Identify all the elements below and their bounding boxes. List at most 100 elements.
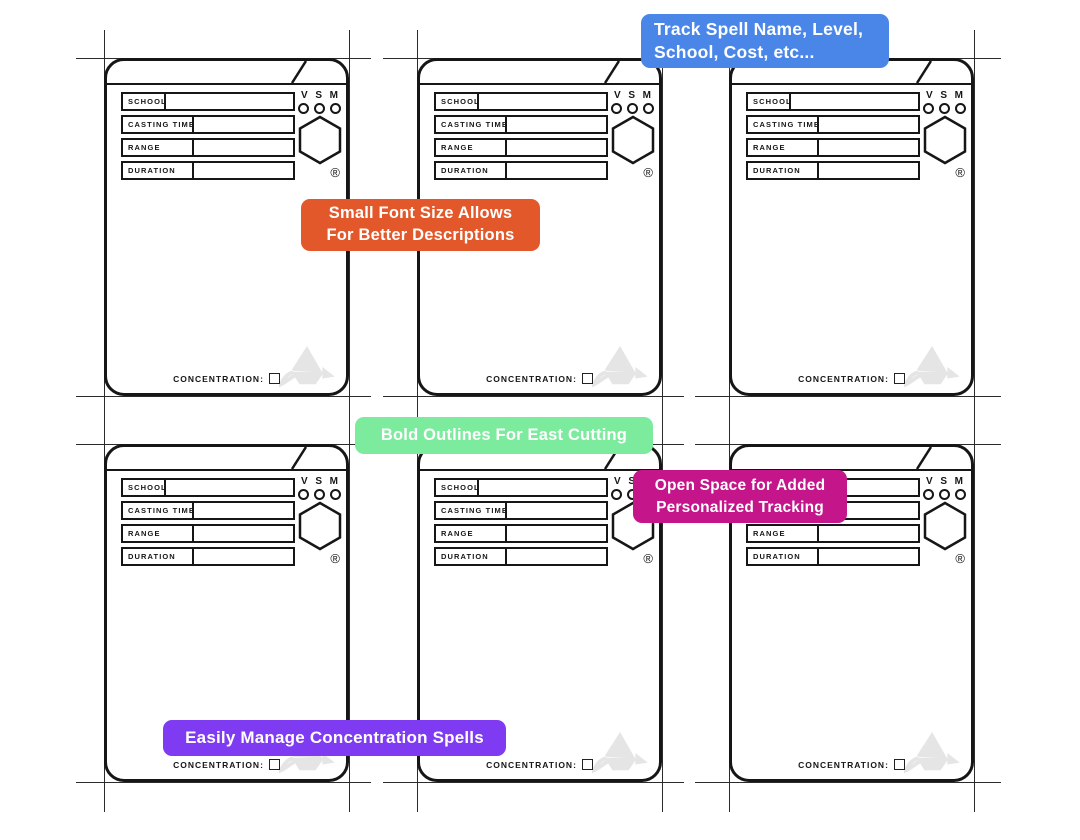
concentration-label: CONCENTRATION: — [798, 760, 889, 770]
field-school-value-box — [477, 92, 608, 111]
field-school-label: SCHOOL — [434, 92, 479, 111]
field-range: RANGE — [434, 524, 608, 543]
field-range-label: RANGE — [434, 138, 507, 157]
crop-mark-horizontal-line — [383, 396, 684, 397]
field-duration-value-box — [817, 547, 920, 566]
components-panel: V S M ® — [296, 90, 343, 179]
level-divider-slash — [915, 447, 933, 469]
component-letter-s: S — [315, 476, 322, 487]
field-range-label: RANGE — [746, 138, 819, 157]
registered-trademark-icon: ® — [330, 551, 340, 566]
field-duration: DURATION — [746, 547, 920, 566]
field-range-label: RANGE — [746, 524, 819, 543]
registered-trademark-icon: ® — [330, 165, 340, 180]
field-casting-time-value-box — [192, 501, 295, 520]
spell-level-hexagon — [298, 501, 341, 551]
origami-crane-watermark-icon — [279, 345, 335, 388]
concentration-checkbox — [893, 759, 905, 770]
registered-trademark-icon: ® — [955, 551, 965, 566]
field-duration-value-box — [192, 161, 295, 180]
callout-bold-outlines: Bold Outlines For East Cutting — [355, 417, 653, 454]
field-duration: DURATION — [121, 547, 295, 566]
components-panel: V S M ® — [921, 476, 968, 565]
field-range-label: RANGE — [121, 524, 194, 543]
field-duration-value-box — [192, 547, 295, 566]
field-range-value-box — [192, 138, 295, 157]
spell-fields: SCHOOL CASTING TIME RANGE DURATION — [434, 478, 608, 570]
concentration-label: CONCENTRATION: — [486, 374, 577, 384]
field-casting-time-value-box — [817, 115, 920, 134]
concentration-checkbox — [268, 759, 280, 770]
component-letter-v: V — [614, 476, 621, 487]
spell-level-hexagon — [611, 115, 654, 165]
concentration-row: CONCENTRATION: — [107, 373, 346, 384]
component-letter-m: M — [329, 90, 338, 101]
callout-text-line: Track Spell Name, Level, — [654, 19, 864, 40]
field-range-value-box — [192, 524, 295, 543]
field-range: RANGE — [746, 524, 920, 543]
component-v-circle — [923, 489, 934, 500]
component-letter-s: S — [940, 476, 947, 487]
component-letters: V S M — [296, 90, 343, 101]
concentration-label: CONCENTRATION: — [486, 760, 577, 770]
field-duration-value-box — [505, 161, 608, 180]
components-panel: V S M ® — [296, 476, 343, 565]
field-school: SCHOOL — [121, 92, 295, 111]
component-letter-m: M — [642, 90, 651, 101]
component-m-circle — [330, 489, 341, 500]
component-circles — [296, 489, 343, 500]
components-panel: V S M ® — [609, 90, 656, 179]
field-range: RANGE — [121, 524, 295, 543]
component-s-circle — [627, 103, 638, 114]
field-duration-value-box — [817, 161, 920, 180]
field-casting-time-label: CASTING TIME — [121, 115, 194, 134]
spell-fields: SCHOOL CASTING TIME RANGE DURATION — [121, 92, 295, 184]
field-duration: DURATION — [121, 161, 295, 180]
field-range-value-box — [505, 524, 608, 543]
field-casting-time-label: CASTING TIME — [121, 501, 194, 520]
spell-fields: SCHOOL CASTING TIME RANGE DURATION — [434, 92, 608, 184]
field-duration-label: DURATION — [121, 547, 194, 566]
field-school-value-box — [164, 478, 295, 497]
component-letter-v: V — [301, 90, 308, 101]
callout-concentration: Easily Manage Concentration Spells — [163, 720, 506, 756]
level-divider-slash — [603, 61, 621, 83]
level-divider-slash — [915, 61, 933, 83]
concentration-row: CONCENTRATION: — [107, 759, 346, 770]
component-circles — [609, 103, 656, 114]
field-range-label: RANGE — [434, 524, 507, 543]
crop-mark-vertical-line — [104, 30, 105, 812]
component-s-circle — [314, 103, 325, 114]
spell-name-band — [732, 447, 971, 471]
concentration-row: CONCENTRATION: — [732, 373, 971, 384]
callout-text-line: Bold Outlines For East Cutting — [380, 426, 628, 444]
field-school-value-box — [477, 478, 608, 497]
field-school: SCHOOL — [121, 478, 295, 497]
field-casting-time-label: CASTING TIME — [434, 501, 507, 520]
field-duration-label: DURATION — [746, 547, 819, 566]
component-v-circle — [611, 103, 622, 114]
component-m-circle — [330, 103, 341, 114]
field-range-label: RANGE — [121, 138, 194, 157]
callout-text-line: Small Font Size Allows — [328, 204, 513, 223]
field-casting-time-label: CASTING TIME — [434, 115, 507, 134]
spell-level-hexagon — [923, 501, 966, 551]
field-duration-value-box — [505, 547, 608, 566]
component-m-circle — [955, 103, 966, 114]
concentration-label: CONCENTRATION: — [173, 374, 264, 384]
field-casting-time: CASTING TIME — [121, 501, 295, 520]
field-school-label: SCHOOL — [434, 478, 479, 497]
field-duration: DURATION — [434, 547, 608, 566]
level-divider-slash — [290, 61, 308, 83]
component-letter-v: V — [614, 90, 621, 101]
field-casting-time-value-box — [505, 115, 608, 134]
component-circles — [921, 489, 968, 500]
field-school-label: SCHOOL — [746, 92, 791, 111]
field-duration-label: DURATION — [746, 161, 819, 180]
spell-name-band — [107, 61, 346, 85]
concentration-checkbox — [268, 373, 280, 384]
concentration-row: CONCENTRATION: — [420, 759, 659, 770]
field-casting-time-value-box — [505, 501, 608, 520]
field-range-value-box — [817, 524, 920, 543]
